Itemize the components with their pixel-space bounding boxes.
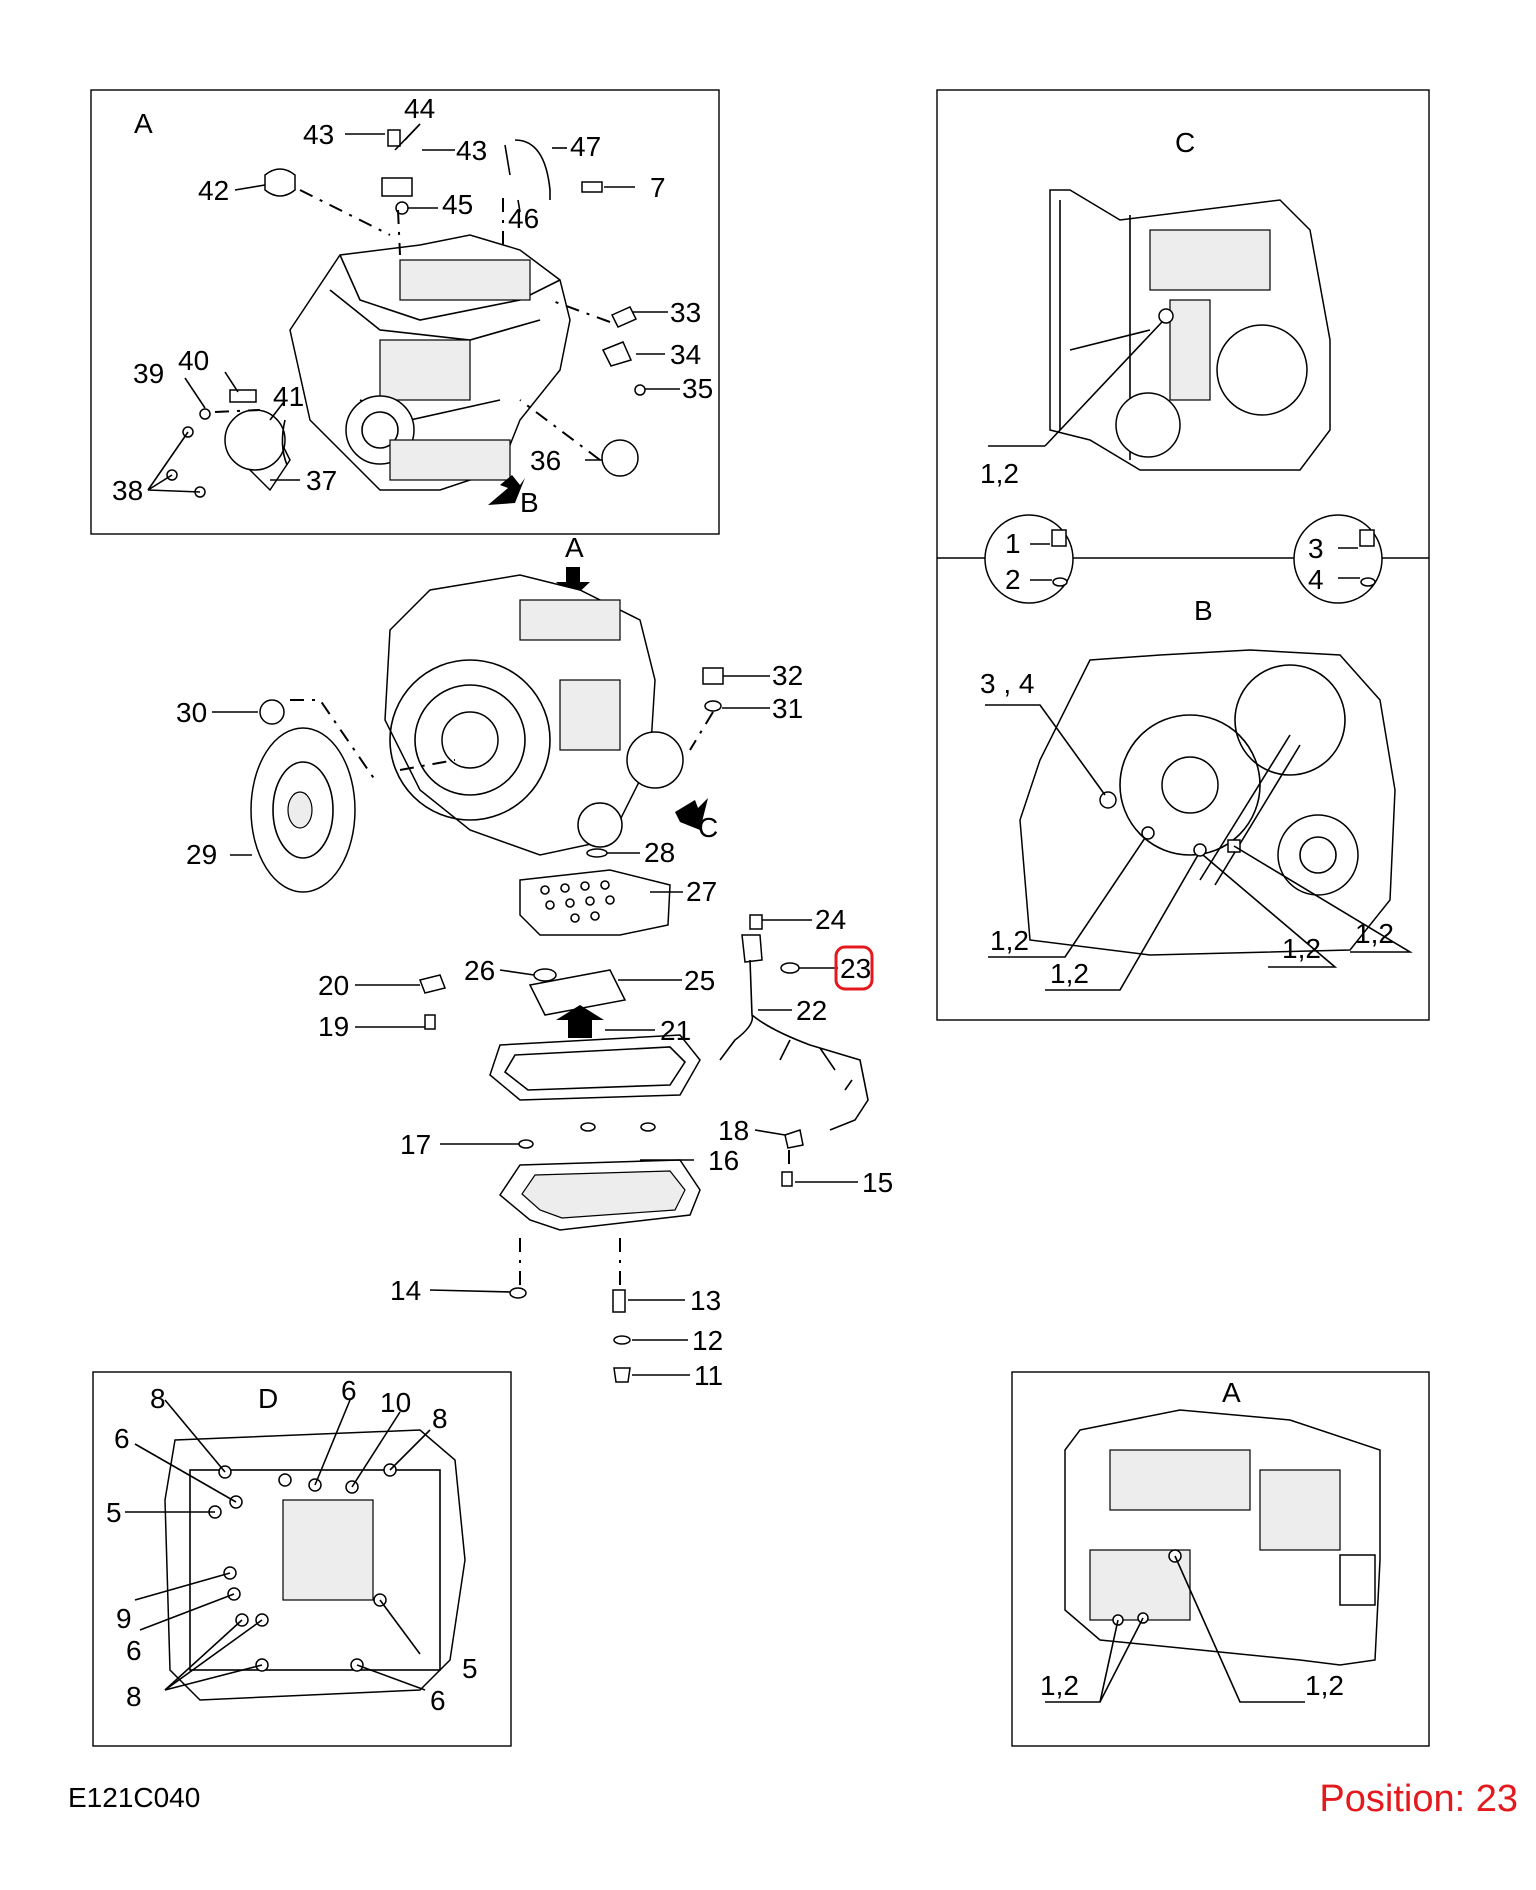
callout-16[interactable]: 16 [708,1145,739,1176]
callout-32[interactable]: 32 [772,660,803,691]
legend-4[interactable]: 4 [1308,564,1324,595]
center-exploded-view: A 30 29 32 31 C 28 [176,532,893,1391]
diagram-code: E121C040 [68,1782,201,1813]
callout-24[interactable]: 24 [815,904,846,935]
inset-d-callout-8-a[interactable]: 8 [150,1383,166,1414]
callout-45[interactable]: 45 [442,189,473,220]
callout-7[interactable]: 7 [650,172,666,203]
inset-view-c-b: C 1,2 1 2 3 4 B [936,89,1430,1021]
callout-31[interactable]: 31 [772,693,803,724]
inset-d-callout-6-c[interactable]: 6 [126,1635,142,1666]
valve-body-holes [540,880,615,923]
callout-22[interactable]: 22 [796,995,827,1026]
callout-11[interactable]: 11 [694,1360,723,1391]
inset-d-callout-6-a[interactable]: 6 [341,1375,357,1406]
callout-43-b[interactable]: 43 [456,135,487,166]
view-a2-callout-1-2-left[interactable]: 1,2 [1040,1670,1079,1701]
view-b-callout-1-2-c[interactable]: 1,2 [1282,933,1321,964]
callout-43-a[interactable]: 43 [303,119,334,150]
callout-30[interactable]: 30 [176,697,207,728]
callout-15[interactable]: 15 [862,1167,893,1198]
inset-d-callout-10[interactable]: 10 [380,1387,411,1418]
callout-18[interactable]: 18 [718,1115,749,1146]
view-b-callout-1-2-d[interactable]: 1,2 [1355,918,1394,949]
callout-26[interactable]: 26 [464,955,495,986]
callout-28[interactable]: 28 [644,837,675,868]
callout-36[interactable]: 36 [530,445,561,476]
callout-47[interactable]: 47 [570,131,601,162]
inset-view-a-top: A [90,89,720,535]
callout-20[interactable]: 20 [318,970,349,1001]
inset-a-title: A [134,108,153,139]
view-b-callout-1-2-a[interactable]: 1,2 [990,925,1029,956]
callout-37[interactable]: 37 [306,465,337,496]
legend-2[interactable]: 2 [1005,564,1021,595]
callout-35[interactable]: 35 [682,373,713,404]
inset-b-title: B [1194,595,1213,626]
inset-view-a-bottom: A 1,2 1,2 [1011,1371,1430,1747]
arrow-a-label: A [565,532,584,563]
callout-38[interactable]: 38 [112,475,143,506]
callout-17[interactable]: 17 [400,1129,431,1160]
inset-d-callout-6-b[interactable]: 6 [114,1423,130,1454]
callout-13[interactable]: 13 [690,1285,721,1316]
callout-40[interactable]: 40 [178,345,209,376]
callout-14[interactable]: 14 [390,1275,421,1306]
legend-1[interactable]: 1 [1005,528,1021,559]
callout-12[interactable]: 12 [692,1325,723,1356]
callout-39[interactable]: 39 [133,358,164,389]
inset-c-title: C [1175,127,1195,158]
legend-3[interactable]: 3 [1308,533,1324,564]
arrow-c-label: C [698,812,718,843]
view-b-callout-3-4[interactable]: 3 , 4 [980,668,1034,699]
callout-44[interactable]: 44 [404,93,435,124]
inset-d-callout-5-b[interactable]: 5 [462,1653,478,1684]
callout-27[interactable]: 27 [686,876,717,907]
inset-view-d: D 8 6 10 8 6 5 9 6 5 [92,1371,512,1747]
position-indicator: Position: 23 [1319,1778,1518,1820]
inset-d-callout-8-b[interactable]: 8 [432,1403,448,1434]
callout-25[interactable]: 25 [684,965,715,996]
inset-d-callout-9[interactable]: 9 [116,1603,132,1634]
callout-42[interactable]: 42 [198,175,229,206]
callout-46[interactable]: 46 [508,203,539,234]
callout-21[interactable]: 21 [660,1015,691,1046]
inset-d-callout-6-d[interactable]: 6 [430,1685,446,1716]
callout-33[interactable]: 33 [670,297,701,328]
inset-a2-title: A [1222,1377,1241,1408]
inset-d-title: D [258,1383,278,1414]
view-a2-callout-1-2-right[interactable]: 1,2 [1305,1670,1344,1701]
callout-19[interactable]: 19 [318,1011,349,1042]
callout-41[interactable]: 41 [273,381,304,412]
view-b-callout-1-2-b[interactable]: 1,2 [1050,958,1089,989]
callout-34[interactable]: 34 [670,339,701,370]
arrow-b-label: B [520,487,539,518]
callout-29[interactable]: 29 [186,839,217,870]
view-c-callout-1-2[interactable]: 1,2 [980,458,1019,489]
inset-d-callout-8-c[interactable]: 8 [126,1681,142,1712]
callout-23[interactable]: 23 [840,953,871,984]
highlight-box-23 [834,945,874,991]
inset-d-callout-5-a[interactable]: 5 [106,1497,122,1528]
